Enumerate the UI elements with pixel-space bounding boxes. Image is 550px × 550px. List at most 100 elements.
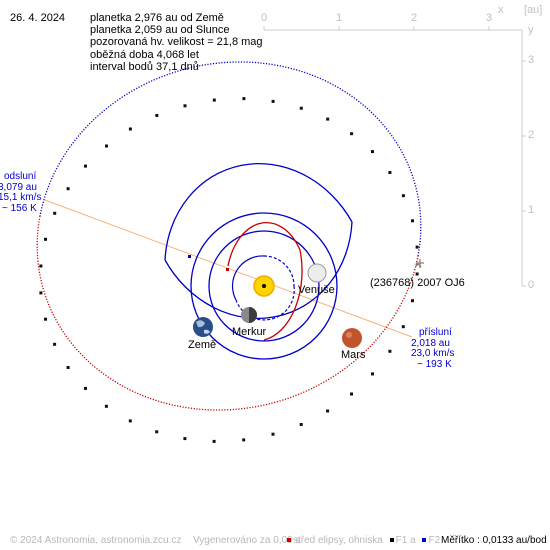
info-line: planetka 2,059 au od Slunce [90,24,230,37]
info-line: oběžná doba 4,068 let [90,48,199,61]
footer-copyright: © 2024 Astronomia, astronomia.zcu.cz [10,535,182,546]
orbit-position-dot [44,237,47,241]
legend-red-marker [287,538,291,543]
orbit-position-dot [415,245,419,249]
venus-label: Venuše [298,284,335,296]
venus-planet [307,263,327,283]
orbit-position-dot [105,144,108,148]
info-line: planetka 2,976 au od Země [90,12,224,24]
mars-orbit [164,163,353,341]
orbit-position-dot [326,117,330,121]
mercury-orbit [231,255,295,321]
asteroid-label: (236768) 2007 OJ6 [370,277,465,289]
orbit-position-dot [183,104,187,108]
orbit-position-dot [326,409,330,413]
focus-f2-marker [188,255,191,258]
earth-label: Země [188,339,217,351]
orbit-position-dot [401,325,405,329]
legend-black-marker [389,538,394,543]
orbit-position-dot [128,127,132,131]
orbit-position-dot [212,439,216,443]
orbit-position-dot [66,187,70,191]
orbit-position-dot [271,432,275,436]
orbit-position-dot [39,264,43,268]
aphelion-distance: 3,079 au [0,181,37,193]
x-tick-label: 1 [336,12,343,24]
asteroid-marker [414,259,424,268]
legend-f1-label: F1 a [395,535,416,546]
orbit-position-dot [212,98,216,102]
orbit-position-dot [155,114,159,117]
orbit-position-dot [53,342,57,346]
orbit-position-dot [401,194,405,198]
orbit-position-dot [155,430,159,434]
aphelion-info: odsluní 3,079 au 15,1 km/s ~ 156 K [0,171,42,214]
ellipse-center-marker [226,268,229,271]
mercury-label: Merkur [232,326,267,338]
legend-ellipse-label: střed elipsy, ohniska [293,535,383,546]
y-tick-label: 0 [528,279,535,291]
footer-legend: střed elipsy, ohniska F1 a F2 [283,535,440,546]
orbit-position-dot [44,317,47,321]
orbit-position-dot [371,372,374,376]
orbit-position-dot [271,99,275,103]
orbit-position-dot [371,150,374,154]
sun [253,275,275,297]
earth-orbit [190,212,338,360]
orbit-position-dot [84,386,87,390]
perihelion-speed: 23,0 km/s [411,348,455,359]
orbit-position-dot [183,437,187,441]
info-block: planetka 2,976 au od Země planetka 2,059… [90,12,263,73]
earth-planet [193,317,213,337]
orbit-points [39,97,419,443]
info-line: pozorovaná hv. velikost = 21,8 mag [90,36,263,49]
orbit-position-dot [350,392,353,396]
orbit-position-dot [388,349,392,353]
orbit-position-dot [242,438,246,442]
x-tick-label: 3 [486,12,493,24]
orbit-position-dot [66,366,70,369]
orbit-position-dot [299,106,303,110]
orbit-position-dot [299,423,303,426]
perihelion-title: přísluní [419,327,452,338]
aphelion-title: odsluní [4,171,37,182]
x-tick-label: 0 [261,12,268,24]
orbit-position-dot [411,299,414,303]
orbit-position-dot [128,419,132,423]
orbit-position-dot [411,219,414,223]
aphelion-temp: ~ 156 K [2,202,37,214]
info-line: interval bodů 37,1 dnů [90,60,199,73]
legend-blue-marker [422,538,427,543]
y-tick-label: 1 [528,204,535,216]
perihelion-info: přísluní 2,018 au 23,0 km/s ~ 193 K [411,327,455,370]
axis-unit-label: [au] [524,4,543,16]
perihelion-temp: ~ 193 K [417,358,452,370]
orbit-position-dot [104,404,108,408]
mars-planet [342,328,362,348]
x-tick-label: 2 [411,12,418,24]
venus-orbit [208,230,320,342]
asteroid-orbit [36,61,422,411]
footer-scale: Měřítko : 0,0133 au/bod [441,535,547,546]
orbit-position-dot [84,164,87,168]
orbit-position-dot [350,132,354,136]
orbit-position-dot [415,272,419,276]
orbit-position-dot [39,291,43,295]
axis-x-name: x [498,4,504,16]
y-tick-label: 2 [528,129,535,141]
y-tick-label: 3 [528,54,535,66]
orbit-position-dot [53,211,57,215]
perihelion-distance: 2,018 au [411,337,450,349]
mars-label: Mars [341,349,366,361]
axis-y-name: y [528,24,534,36]
date-label: 26. 4. 2024 [10,12,66,24]
orbit-position-dot [388,171,392,174]
orbit-position-dot [242,97,246,101]
mercury-planet [241,307,257,323]
aphelion-speed: 15,1 km/s [0,192,42,203]
legend-f2-label: F2 [428,535,441,546]
axes [263,26,526,287]
footer-generated: Vygenerováno za 0,09 s [193,535,301,546]
